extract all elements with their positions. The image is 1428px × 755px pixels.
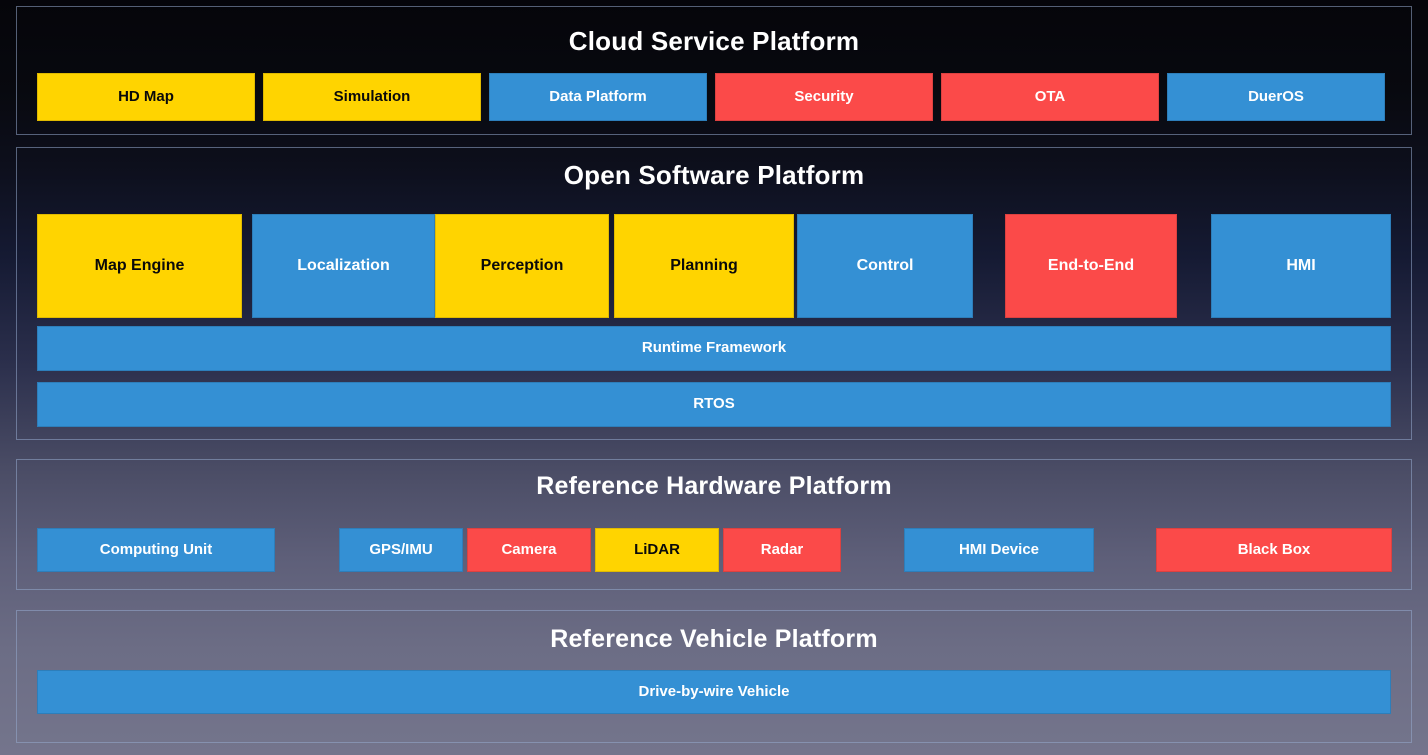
block-map-engine[interactable]: Map Engine <box>37 214 242 318</box>
block-radar[interactable]: Radar <box>723 528 841 572</box>
layer-title-cloud-service-platform: Cloud Service Platform <box>568 26 860 56</box>
layer-open-software-platform: Open Software Platform Map Engine Locali… <box>16 147 1412 440</box>
block-dueros[interactable]: DuerOS <box>1167 73 1385 121</box>
block-simulation[interactable]: Simulation <box>263 73 481 121</box>
block-perception[interactable]: Perception <box>435 214 609 318</box>
block-control[interactable]: Control <box>797 214 973 318</box>
block-hmi-device[interactable]: HMI Device <box>904 528 1094 572</box>
layer-cloud-service-platform: Cloud Service Platform HD Map Simulation… <box>16 6 1412 135</box>
block-data-platform[interactable]: Data Platform <box>489 73 707 121</box>
block-lidar[interactable]: LiDAR <box>595 528 719 572</box>
block-planning[interactable]: Planning <box>614 214 794 318</box>
block-computing-unit[interactable]: Computing Unit <box>37 528 275 572</box>
block-gps-imu[interactable]: GPS/IMU <box>339 528 463 572</box>
block-drive-by-wire-vehicle[interactable]: Drive-by-wire Vehicle <box>37 670 1391 714</box>
bar-rtos[interactable]: RTOS <box>37 382 1391 427</box>
layer-reference-vehicle-platform: Reference Vehicle Platform Drive-by-wire… <box>16 610 1412 743</box>
block-black-box[interactable]: Black Box <box>1156 528 1392 572</box>
block-security[interactable]: Security <box>715 73 933 121</box>
block-camera[interactable]: Camera <box>467 528 591 572</box>
block-hd-map[interactable]: HD Map <box>37 73 255 121</box>
layer-title-open-software-platform: Open Software Platform <box>563 160 865 190</box>
layer-title-reference-hardware-platform: Reference Hardware Platform <box>536 472 892 500</box>
layer-reference-hardware-platform: Reference Hardware Platform Computing Un… <box>16 459 1412 590</box>
block-hmi[interactable]: HMI <box>1211 214 1391 318</box>
block-end-to-end[interactable]: End-to-End <box>1005 214 1177 318</box>
block-localization[interactable]: Localization <box>252 214 435 318</box>
layer-title-reference-vehicle-platform: Reference Vehicle Platform <box>550 625 878 653</box>
block-ota[interactable]: OTA <box>941 73 1159 121</box>
bar-runtime-framework[interactable]: Runtime Framework <box>37 326 1391 371</box>
